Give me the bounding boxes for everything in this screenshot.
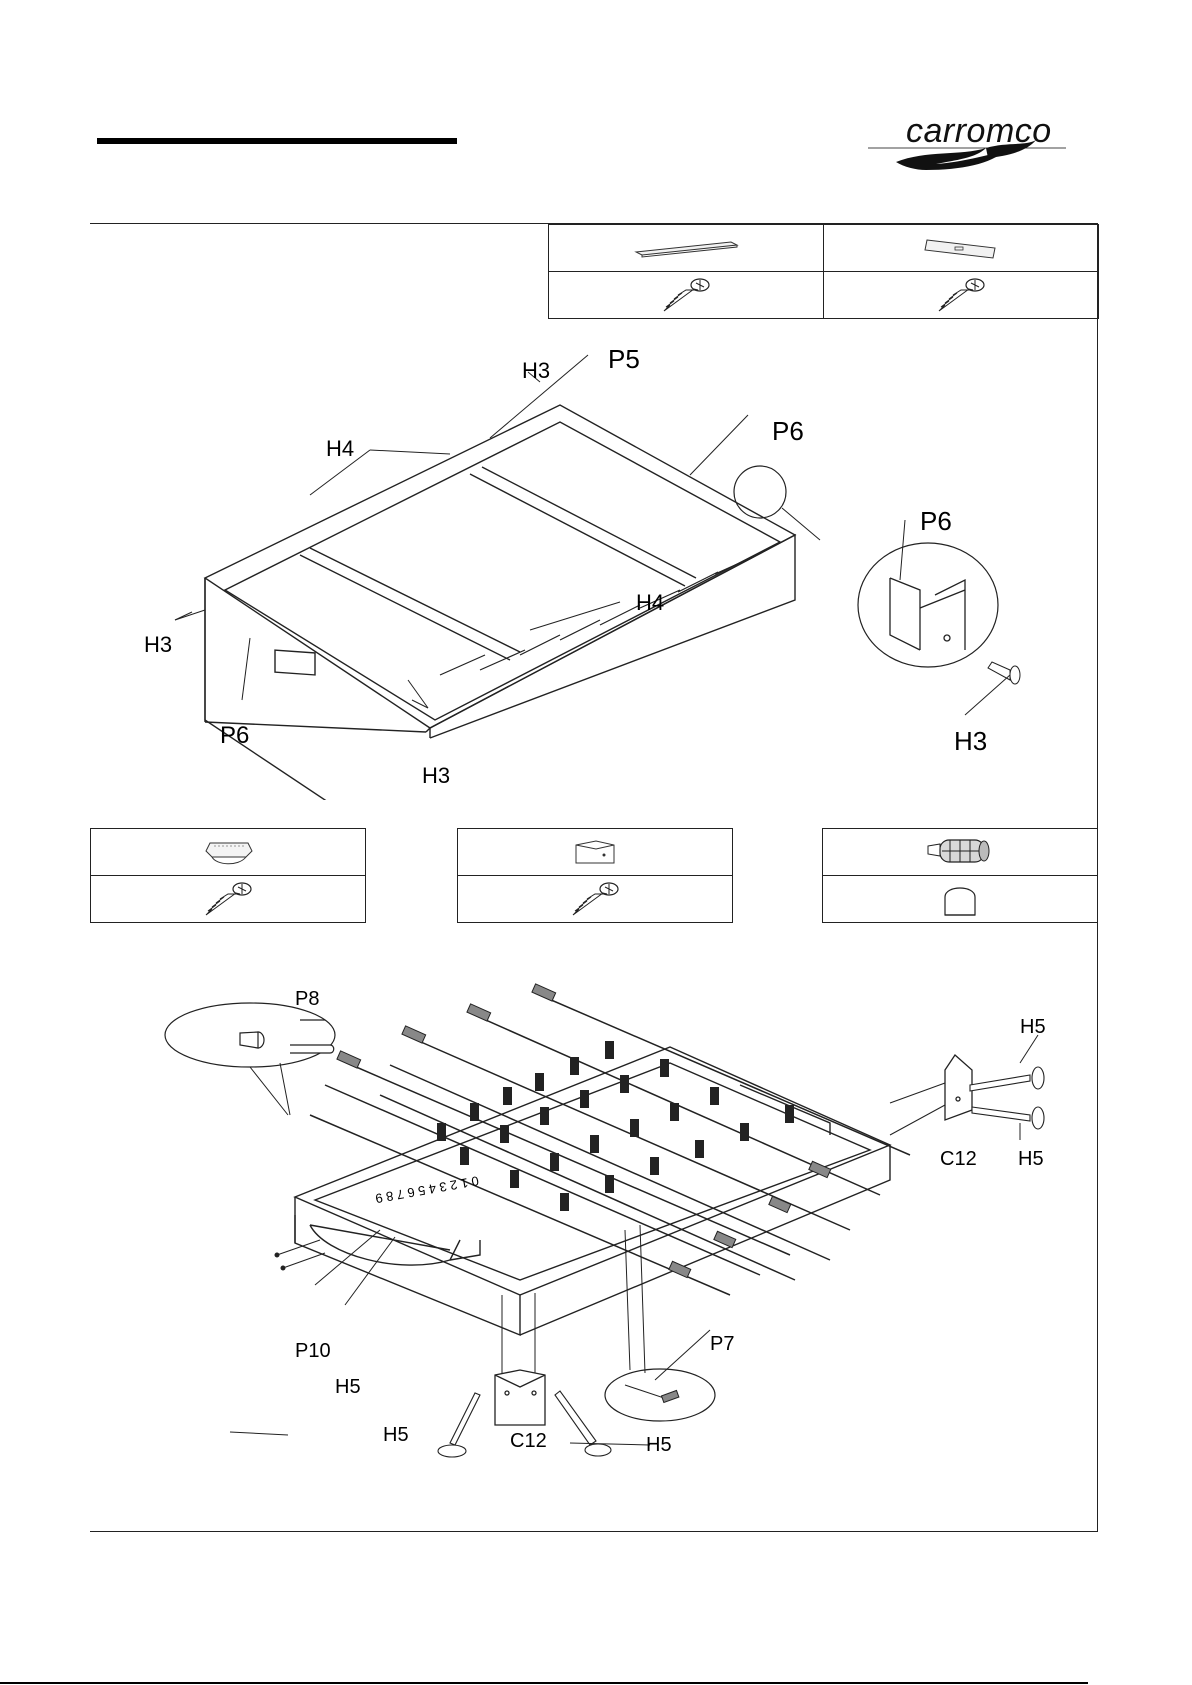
label-p6-top: P6 [772, 416, 804, 446]
board-icon [921, 236, 1001, 260]
slat-icon [631, 238, 741, 258]
right-screws-icon [970, 1067, 1044, 1129]
score-digits: 0 1 2 3 4 5 6 7 8 9 [374, 1173, 480, 1206]
flame-swoosh-icon [866, 112, 1076, 182]
bottom-corner-bracket-icon [495, 1370, 545, 1425]
rod-grips-drawing [337, 984, 831, 1278]
page-bottom-rule [0, 1682, 1088, 1684]
step1-assembly-diagram: H3 P5 H4 P6 P6 H3 H4 P6 H3 H3 [130, 350, 1050, 800]
label-p6-detail: P6 [920, 506, 952, 536]
part-cell-screw-c [91, 876, 366, 923]
part-cell-slat [549, 225, 824, 272]
part-cell-handle-grip [823, 829, 1098, 876]
part-cell-goal-insert [91, 829, 366, 876]
label-h4-mid: H4 [636, 590, 664, 615]
label-p7: P7 [710, 1333, 734, 1355]
label-h5-right-top: H5 [1020, 1016, 1046, 1038]
step2-parts-table-b [457, 828, 733, 923]
label-p5: P5 [608, 350, 640, 374]
table-frame-drawing [205, 405, 795, 800]
part-cell-corner-bracket [458, 829, 733, 876]
label-h5-bottom-right: H5 [646, 1434, 672, 1456]
screw-icon [198, 879, 258, 919]
screw-icon [656, 275, 716, 315]
corner-bracket-icon [570, 835, 620, 869]
label-h3-top: H3 [522, 358, 550, 383]
step2-parts-table-a [90, 828, 366, 923]
player-rods-drawing [310, 993, 910, 1295]
part-cell-screw-b [824, 272, 1099, 319]
label-p6-left: P6 [220, 722, 249, 749]
right-corner-bracket-icon [945, 1055, 972, 1120]
p7-detail-bubble [605, 1369, 715, 1421]
brand-logo: carromco [866, 112, 1076, 182]
part-cell-board [824, 225, 1099, 272]
label-h3-detail: H3 [954, 726, 987, 756]
label-c12-bottom: C12 [510, 1430, 547, 1452]
label-h5-right-bottom: H5 [1018, 1148, 1044, 1170]
label-h4-top: H4 [326, 436, 354, 461]
step2-assembly-diagram: 0 1 2 3 4 5 6 7 8 9 [150, 975, 1090, 1475]
label-h5-bottom-left: H5 [383, 1424, 409, 1446]
part-cell-end-cap [823, 876, 1098, 923]
label-p10: P10 [295, 1340, 331, 1362]
label-h5-left: H5 [335, 1376, 361, 1398]
step2-parts-table-c [822, 828, 1098, 923]
label-c12-right: C12 [940, 1148, 977, 1170]
part-cell-screw-a [549, 272, 824, 319]
label-p8: P8 [295, 988, 319, 1010]
rod-holes-drawing [440, 556, 755, 675]
title-underline [97, 138, 457, 144]
label-h3-bottom: H3 [422, 763, 450, 788]
screw-icon [931, 275, 991, 315]
detail-marker-circle [734, 466, 786, 518]
goal-insert-icon [198, 835, 258, 869]
part-cell-screw-d [458, 876, 733, 923]
handle-grip-icon [920, 834, 1000, 870]
step1-parts-table [548, 224, 1099, 319]
label-h3-left: H3 [144, 632, 172, 657]
end-cap-icon [935, 879, 985, 919]
screw-icon [565, 879, 625, 919]
